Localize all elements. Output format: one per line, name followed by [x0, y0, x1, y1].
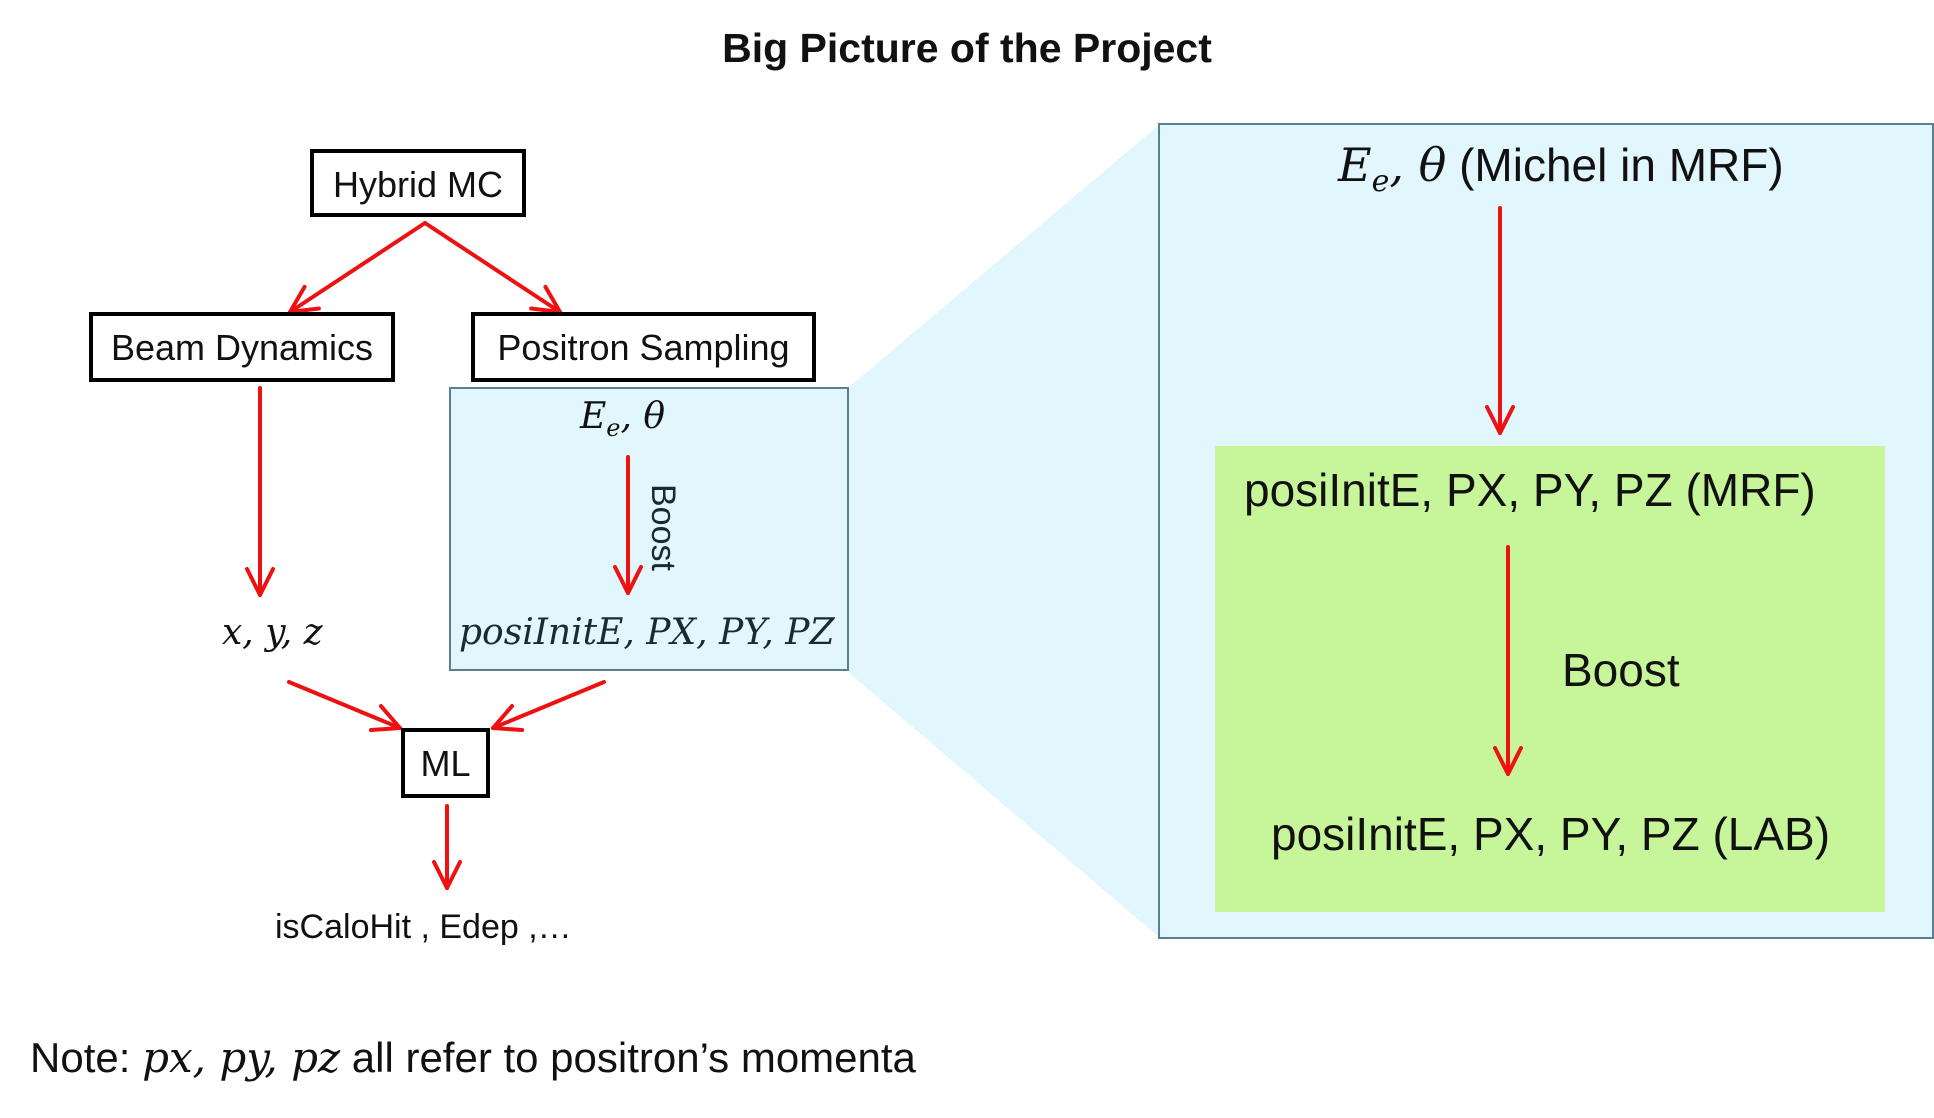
note-suffix: all refer to positron’s momenta	[340, 1034, 916, 1081]
zoom-wedge	[848, 124, 1160, 938]
left-boost-label: Boost	[644, 484, 682, 571]
beam-dynamics-node: Beam Dynamics	[89, 312, 395, 382]
diagram-title: Big Picture of the Project	[722, 25, 1212, 71]
zoom-input-line: Ee, θ (Michel in MRF)	[1338, 133, 1784, 214]
arrow-xyz-to-ml	[287, 680, 402, 733]
note-prefix: Note:	[30, 1034, 143, 1081]
left-panel-output: posiInitE, PX, PY, PZ	[459, 612, 835, 653]
arrow-hybrid-to-beam	[288, 221, 427, 314]
zoom-input-subscript: e	[1371, 164, 1390, 200]
zoom-boost-label: Boost	[1562, 644, 1680, 696]
arrow-hybrid-to-positron	[423, 221, 562, 314]
zoom-input-symbol: E	[1338, 138, 1372, 192]
beam-output-xyz: x, y, z	[222, 612, 323, 653]
ml-node: ML	[401, 728, 490, 798]
left-input-suffix: , θ	[620, 396, 666, 437]
left-input-symbol: E	[580, 396, 607, 437]
zoom-input-suffix: , θ	[1389, 138, 1447, 192]
positron-sampling-panel	[449, 387, 849, 671]
hybrid-mc-node: Hybrid MC	[310, 149, 526, 217]
boost-detail-box	[1215, 446, 1885, 912]
zoom-input-text: (Michel in MRF)	[1446, 139, 1784, 191]
lab-label: posiInitE, PX, PY, PZ (LAB)	[1271, 808, 1831, 860]
arrow-sampling-to-ml	[491, 680, 606, 733]
left-panel-input: Ee, θ	[580, 392, 665, 453]
note-math: px, py, pz	[142, 1033, 341, 1082]
ml-outputs: isCaloHit , Edep ,…	[275, 908, 572, 946]
left-input-subscript: e	[606, 414, 621, 443]
footnote: Note: px, py, pz all refer to positron’s…	[30, 1028, 916, 1088]
positron-sampling-node: Positron Sampling	[471, 312, 816, 382]
mrf-label: posiInitE, PX, PY, PZ (MRF)	[1244, 464, 1816, 516]
